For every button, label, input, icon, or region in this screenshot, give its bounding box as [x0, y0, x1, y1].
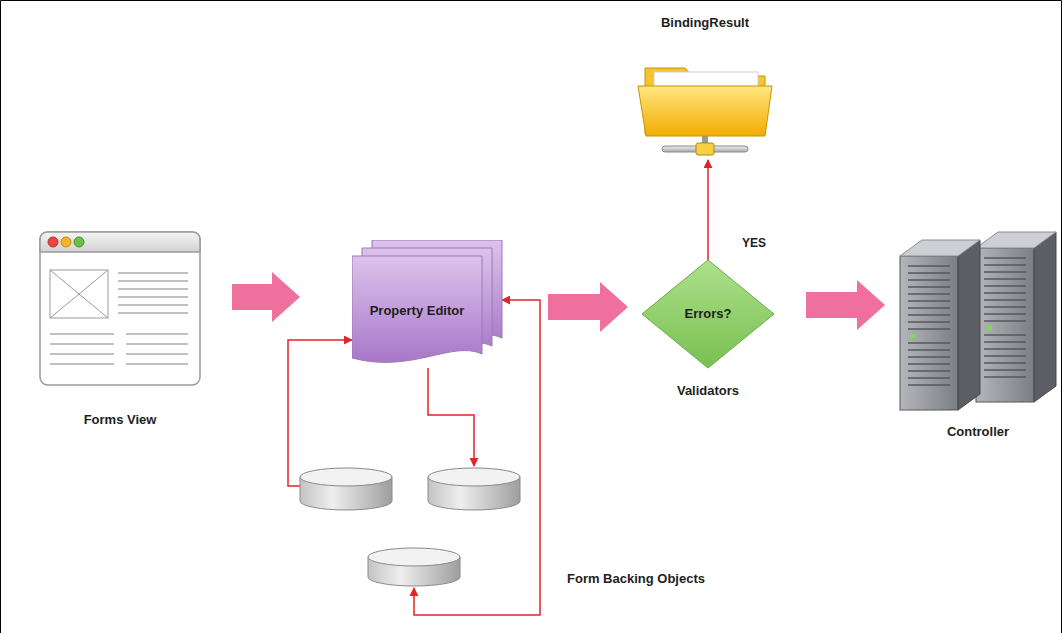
text-area: Property Editor — [356, 262, 478, 360]
node-label: BindingResult — [661, 15, 749, 31]
diagram-node: Errors? Validators — [640, 258, 776, 408]
connector-line — [428, 368, 474, 466]
diagram-node: Controller — [896, 226, 1060, 442]
diagram-node: BindingResult — [630, 8, 780, 166]
node-label: Forms View — [84, 412, 157, 428]
flow-arrow — [806, 280, 885, 330]
text-area: Forms View — [36, 410, 204, 430]
text-area: Validators — [640, 380, 776, 402]
text-area: BindingResult — [630, 12, 780, 34]
connector-line — [707, 160, 709, 260]
text-area: Controller — [896, 422, 1060, 442]
node-label: Property Editor — [370, 303, 465, 319]
node-label: Form Backing Objects — [567, 571, 705, 587]
diagram-node: Forms View — [36, 230, 204, 430]
connector-line — [288, 340, 352, 486]
flow-arrow — [232, 272, 300, 322]
diagram-node: Property Editor — [352, 240, 504, 368]
flow-arrow — [548, 282, 628, 332]
text-area: Errors? — [666, 290, 750, 338]
forms-view-icon — [36, 230, 204, 390]
folder-icon — [630, 16, 780, 166]
node-label: Validators — [677, 383, 739, 399]
node-label: Errors? — [685, 306, 732, 322]
diagram-node: Form Backing Objects — [296, 460, 716, 605]
server-icon — [896, 226, 1060, 416]
node-label: Controller — [947, 424, 1009, 440]
edge-label: YES — [740, 236, 768, 250]
text-area: Form Backing Objects — [558, 568, 714, 590]
